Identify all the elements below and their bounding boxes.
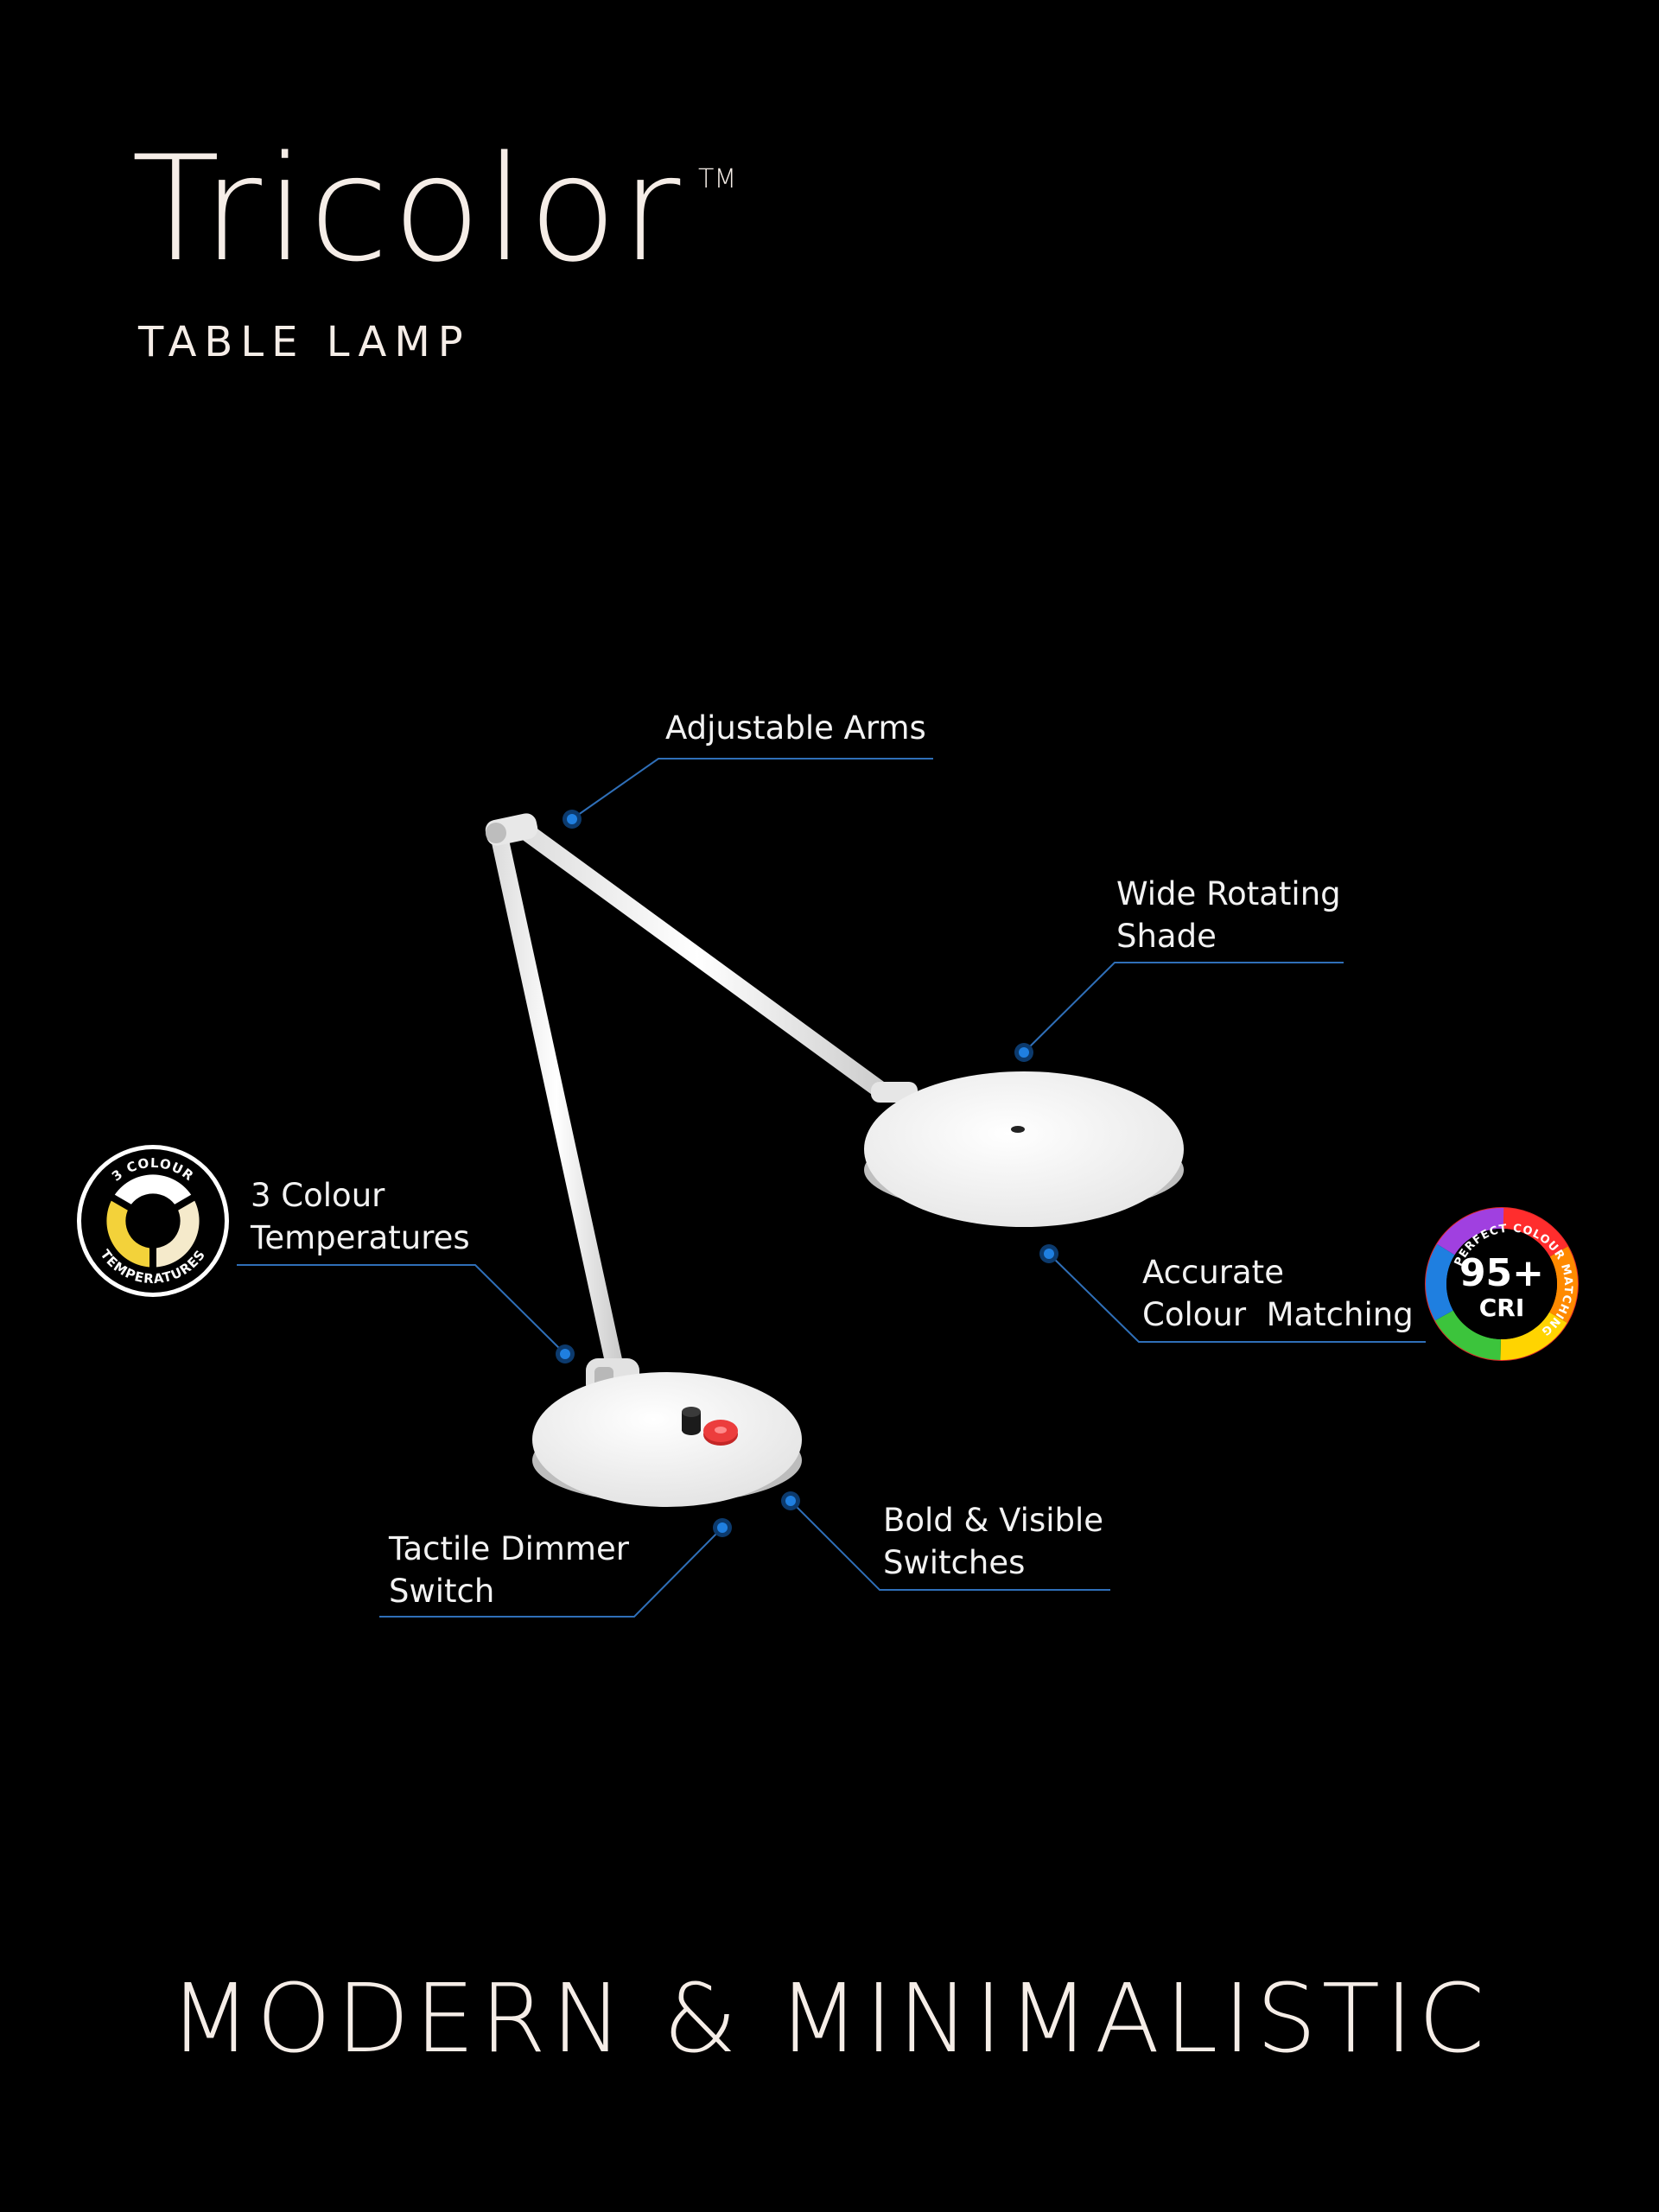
callout-colour-temperatures-line2: Temperatures bbox=[251, 1219, 470, 1256]
callout-bold-visible-switches-line1: Bold & Visible bbox=[883, 1502, 1104, 1539]
callout-accurate-colour-matching-line1: Accurate bbox=[1142, 1254, 1284, 1291]
callout-wide-rotating-shade-line2: Shade bbox=[1116, 918, 1217, 955]
callout-accurate-colour-matching-line2: Colour Matching bbox=[1142, 1296, 1414, 1333]
leader-line-visible-switches bbox=[790, 1500, 1110, 1591]
callout-tactile-dimmer-switch-line2: Switch bbox=[389, 1573, 495, 1610]
leader-dot-visible-switches bbox=[781, 1491, 800, 1510]
leader-line-colour-matching bbox=[1048, 1253, 1426, 1343]
leader-line-wide-shade bbox=[1023, 962, 1344, 1053]
leader-line-adjustable-arms bbox=[571, 758, 933, 820]
leader-dot-dimmer-switch bbox=[713, 1518, 732, 1537]
cri-badge-value: 95+ bbox=[1459, 1251, 1544, 1295]
brand-title: Tricolor bbox=[131, 124, 684, 294]
callout-tactile-dimmer-switch-line1: Tactile Dimmer bbox=[389, 1530, 629, 1567]
trademark-symbol: TM bbox=[698, 164, 737, 194]
callout-colour-temperatures: 3 Colour Temperatures bbox=[251, 1174, 470, 1259]
tagline: MODERN & MINIMALISTIC bbox=[168, 1963, 1491, 2074]
lamp-image bbox=[485, 813, 1184, 1507]
callout-colour-temperatures-line1: 3 Colour bbox=[251, 1177, 385, 1214]
leader-line-colour-temperatures bbox=[237, 1264, 566, 1355]
colour-matching-wheel-icon: PERFECT COLOUR MATCHING 95+ CRI bbox=[1425, 1207, 1579, 1361]
leader-dot-colour-temperatures bbox=[556, 1344, 575, 1363]
callout-bold-visible-switches-line2: Switches bbox=[883, 1544, 1026, 1581]
leader-line-dimmer-switch bbox=[379, 1527, 723, 1618]
callout-bold-visible-switches: Bold & Visible Switches bbox=[883, 1499, 1103, 1584]
product-type-subtitle: TABLE LAMP bbox=[138, 318, 471, 366]
callout-wide-rotating-shade: Wide Rotating Shade bbox=[1116, 873, 1341, 957]
callout-tactile-dimmer-switch: Tactile Dimmer Switch bbox=[389, 1528, 629, 1612]
leader-dot-colour-matching bbox=[1039, 1244, 1058, 1263]
cri-badge-unit: CRI bbox=[1479, 1294, 1525, 1322]
callout-accurate-colour-matching: Accurate Colour Matching bbox=[1142, 1251, 1414, 1336]
leader-dot-adjustable-arms bbox=[563, 810, 582, 829]
three-colour-temperature-icon: 3 COLOUR TEMPERATURES bbox=[77, 1145, 229, 1297]
leader-dot-wide-shade bbox=[1014, 1043, 1033, 1062]
callout-adjustable-arms-line1: Adjustable Arms bbox=[665, 709, 926, 747]
callout-adjustable-arms: Adjustable Arms bbox=[665, 707, 926, 749]
callout-wide-rotating-shade-line1: Wide Rotating bbox=[1116, 875, 1341, 912]
